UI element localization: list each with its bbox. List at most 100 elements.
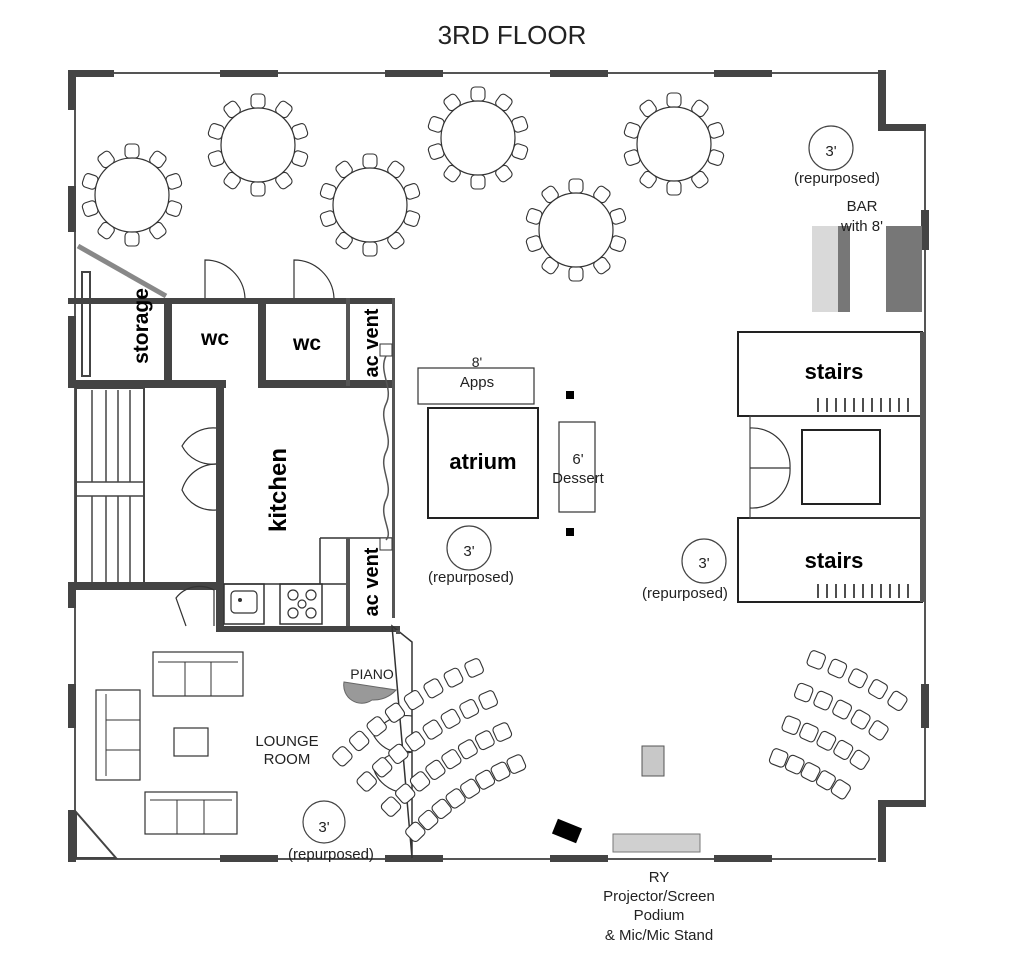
apps-table-label: Apps <box>460 374 494 391</box>
note-podium: Podium <box>634 907 685 924</box>
small-table-2 <box>446 525 492 571</box>
small-table-2-note: (repurposed) <box>428 569 514 586</box>
small-table-4 <box>302 800 346 844</box>
dessert-table-label: Dessert <box>552 470 605 487</box>
small-table-1-note: (repurposed) <box>794 170 880 187</box>
seat <box>440 708 461 729</box>
seat <box>409 771 431 792</box>
wc-label-1: wc <box>200 327 229 350</box>
seat <box>388 743 409 765</box>
seat <box>781 715 801 735</box>
seat <box>850 709 871 730</box>
chair <box>470 86 486 102</box>
chair <box>250 181 266 197</box>
seat <box>395 783 416 804</box>
seat <box>425 759 446 780</box>
wc-label-2: wc <box>292 332 321 355</box>
chair <box>362 241 378 257</box>
storage-label: storage <box>130 288 153 364</box>
seat <box>348 730 370 752</box>
seat <box>332 746 353 767</box>
round-table <box>623 92 725 196</box>
seat <box>799 722 819 743</box>
small-table-4-note: (repurposed) <box>288 846 374 863</box>
seat <box>366 716 387 737</box>
projector-screen <box>612 833 701 853</box>
round-table <box>525 178 627 282</box>
seat <box>827 658 848 679</box>
seat <box>384 702 406 723</box>
ac-vent-label-top: ac vent <box>361 308 383 377</box>
seat <box>506 754 527 774</box>
seat <box>813 690 833 711</box>
bar-label-1: BAR <box>847 198 878 215</box>
seat <box>443 667 464 688</box>
note-mic: & Mic/Mic Stand <box>605 927 713 944</box>
mic-stand <box>551 818 583 844</box>
seat <box>849 749 870 770</box>
chair <box>362 153 378 169</box>
seat <box>431 798 452 820</box>
seat <box>380 796 402 817</box>
seat <box>371 757 393 778</box>
kitchen-area <box>175 355 400 632</box>
left-stairs <box>68 387 222 590</box>
chair <box>124 143 140 159</box>
small-table-4-size: 3' <box>318 819 329 836</box>
small-table-3-note: (repurposed) <box>642 585 728 602</box>
lounge-label-1: LOUNGE <box>255 733 318 750</box>
seat <box>422 719 443 740</box>
apps-table-size: 8' <box>472 354 482 370</box>
seat <box>816 730 837 751</box>
seat <box>868 720 889 741</box>
restroom-block <box>68 243 395 618</box>
seat <box>847 668 868 689</box>
seat <box>832 699 853 720</box>
seat <box>475 769 496 790</box>
small-table-2-size: 3' <box>463 543 474 560</box>
seat <box>418 809 439 831</box>
seat <box>784 754 805 775</box>
small-table-3 <box>681 538 727 584</box>
seat <box>403 689 424 711</box>
seat <box>800 762 821 782</box>
round-table <box>207 93 309 197</box>
kitchen-label: kitchen <box>265 448 292 532</box>
seat <box>445 788 466 809</box>
atrium-area <box>417 367 596 536</box>
seat <box>794 682 814 703</box>
note-ry: RY <box>649 869 670 886</box>
seat <box>768 748 789 768</box>
seat <box>460 778 481 799</box>
seat <box>459 699 480 719</box>
small-table-1 <box>808 125 854 171</box>
podium <box>641 745 665 777</box>
seat <box>405 731 426 752</box>
dessert-table-size: 6' <box>572 451 583 468</box>
small-table-3-size: 3' <box>698 555 709 572</box>
theater-seating <box>332 650 908 843</box>
chair <box>666 92 682 108</box>
chair <box>568 266 584 282</box>
atrium-label: atrium <box>449 449 516 474</box>
seat <box>492 722 513 742</box>
chair <box>124 231 140 247</box>
seat <box>474 730 495 751</box>
small-table-1-size: 3' <box>825 143 836 160</box>
seat <box>806 650 826 670</box>
piano-icon <box>343 681 397 704</box>
round-table <box>81 143 183 247</box>
seat <box>464 658 484 678</box>
seat <box>478 690 499 710</box>
seat <box>833 739 854 760</box>
note-projector: Projector/Screen <box>603 888 715 905</box>
seat <box>423 678 444 699</box>
chair <box>470 174 486 190</box>
floor-title: 3RD FLOOR <box>438 20 587 50</box>
seat <box>815 770 836 791</box>
piano-label: PIANO <box>350 666 394 682</box>
seat <box>867 679 888 700</box>
lounge-label-2: ROOM <box>264 751 311 768</box>
seat <box>441 749 462 770</box>
